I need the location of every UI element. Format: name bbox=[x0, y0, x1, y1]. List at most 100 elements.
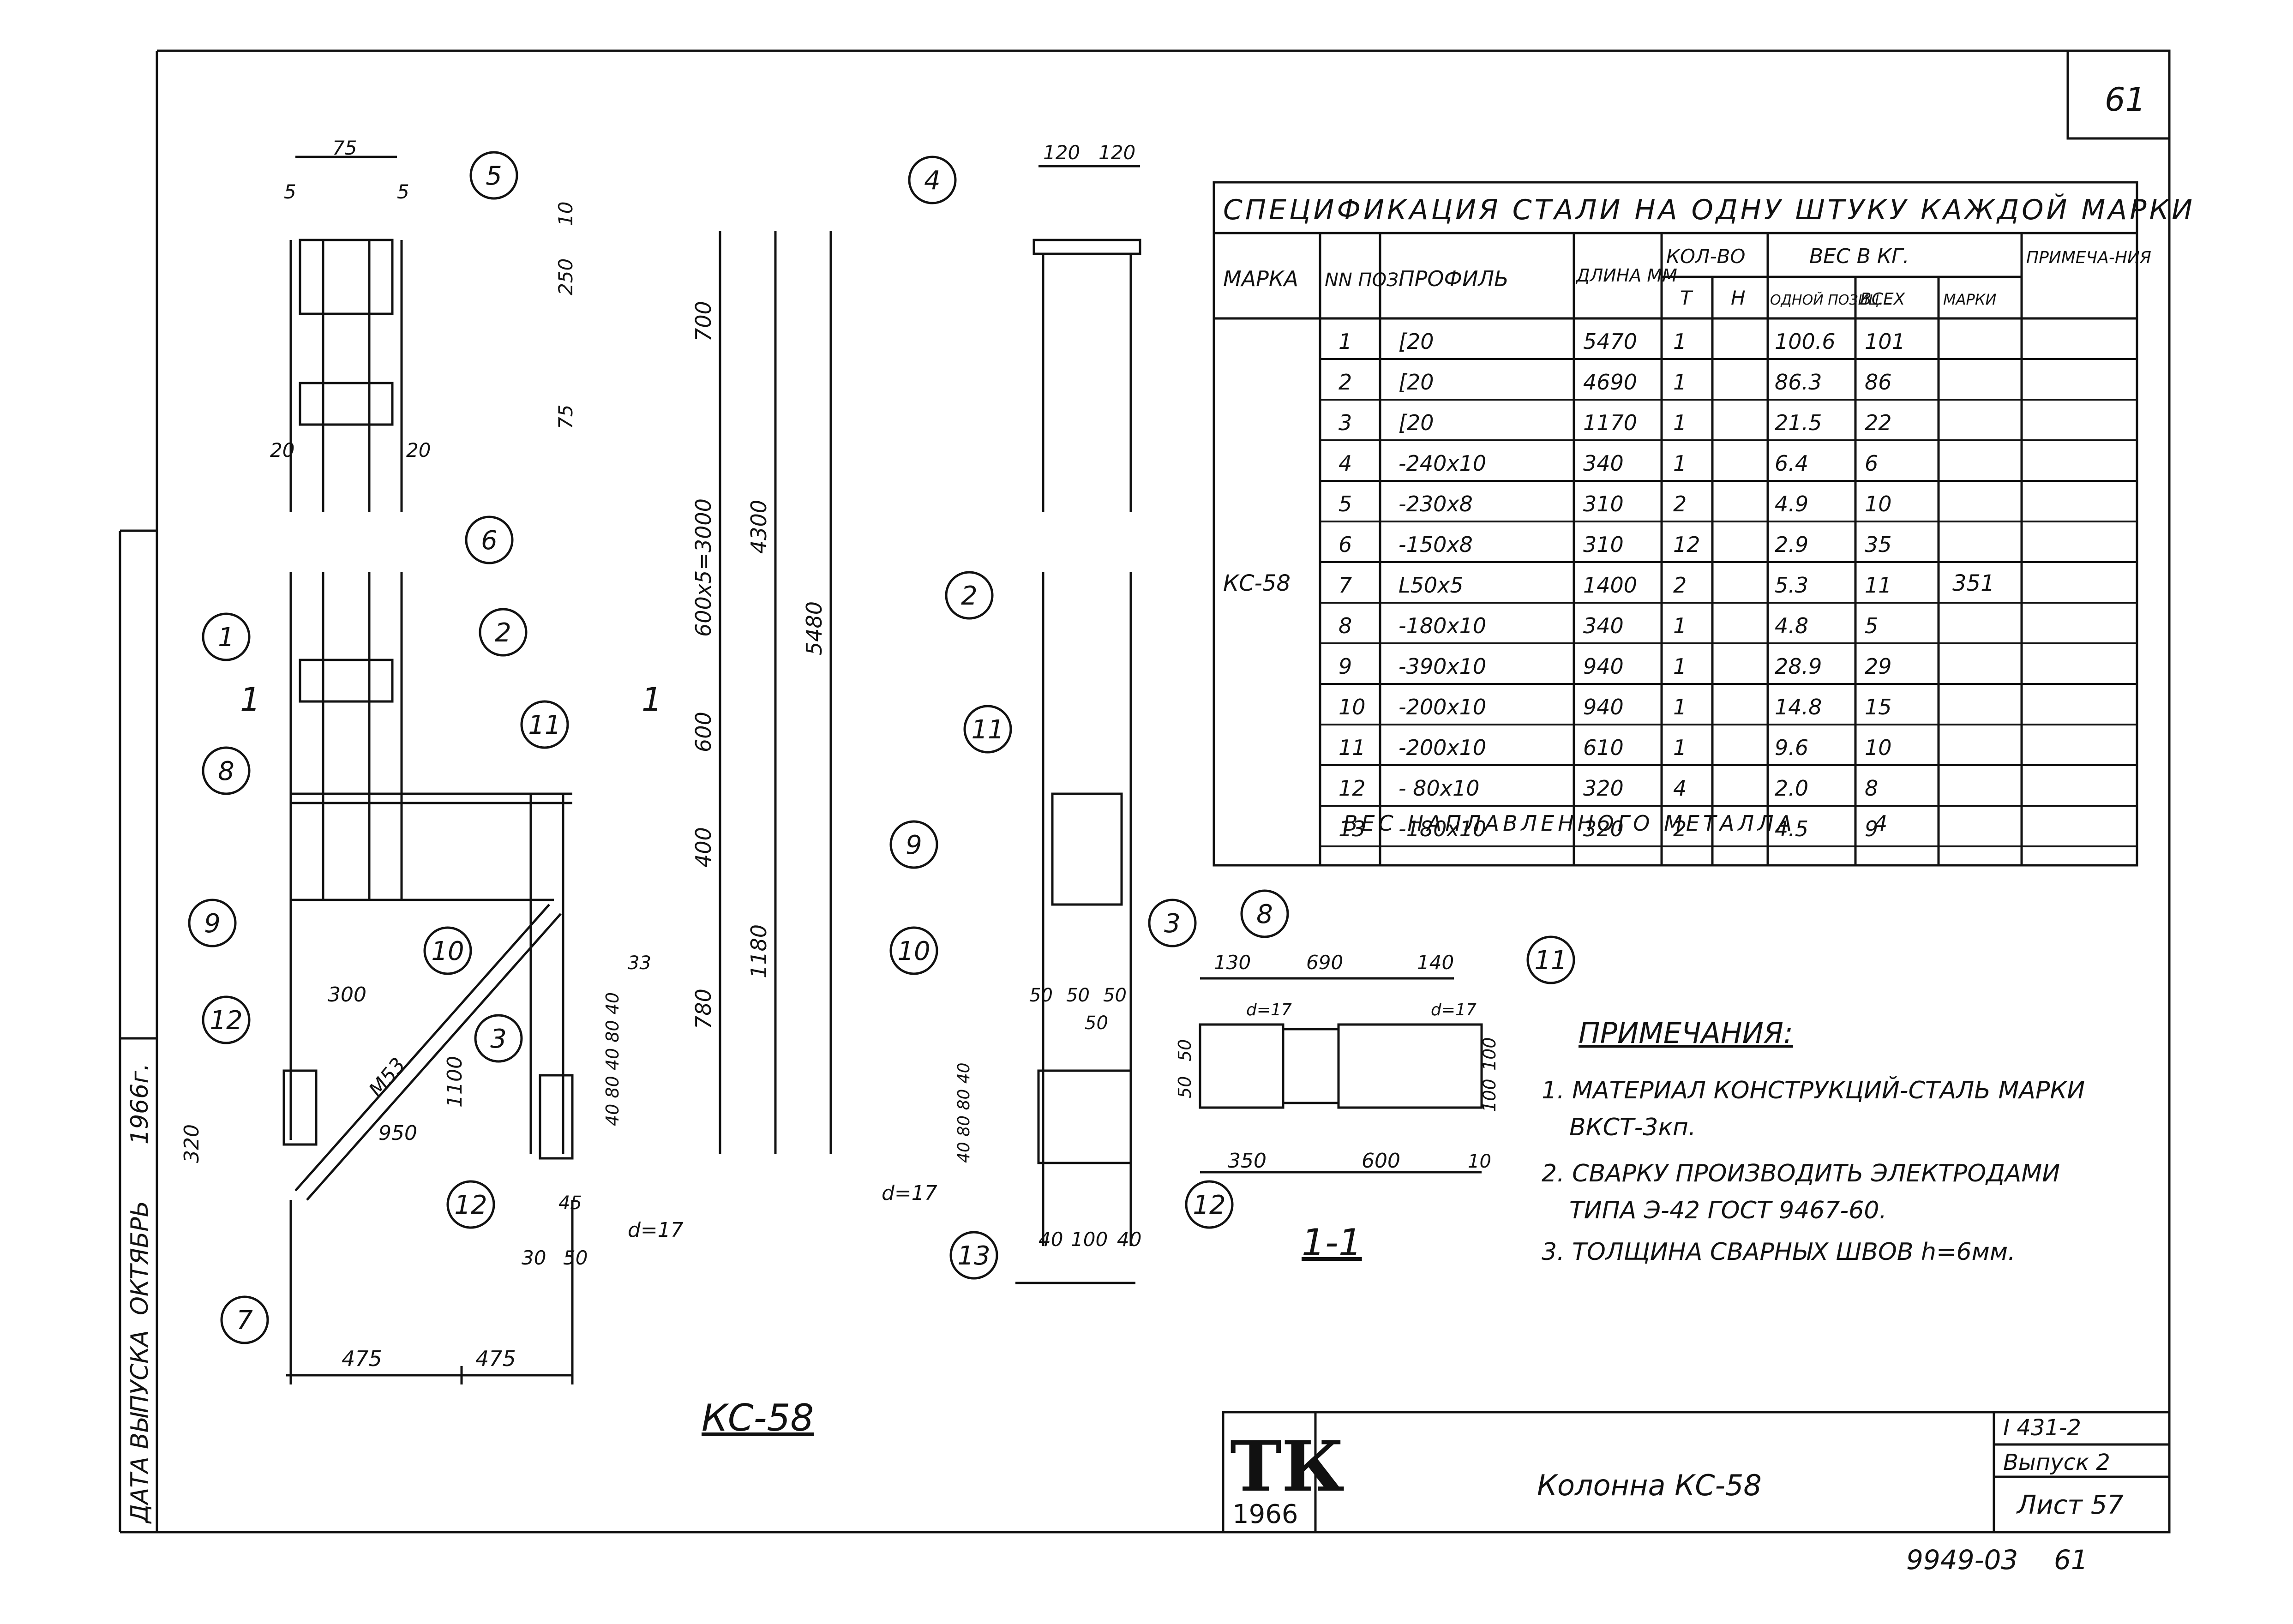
svg-text:ВСЕХ: ВСЕХ bbox=[1860, 290, 1906, 309]
svg-text:10: 10 bbox=[1468, 1151, 1491, 1172]
spec-cell-profile: L50x5 bbox=[1399, 573, 1464, 598]
spec-cell-w_one: 2.0 bbox=[1775, 776, 1808, 801]
svg-text:130: 130 bbox=[1214, 951, 1251, 974]
title-block bbox=[1222, 1411, 2171, 1534]
svg-text:8: 8 bbox=[218, 756, 234, 786]
spec-cell-pos: 10 bbox=[1339, 695, 1366, 719]
spec-cell-pos: 3 bbox=[1339, 410, 1352, 435]
spec-cell-qty: 2 bbox=[1673, 573, 1687, 598]
svg-text:13: 13 bbox=[957, 1241, 990, 1271]
svg-text:50: 50 bbox=[1103, 985, 1127, 1006]
weld-metal-label: ВЕС НАПЛАВЛЕННОГО МЕТАЛЛА bbox=[1343, 811, 1795, 836]
spec-cell-qty: 1 bbox=[1673, 370, 1687, 395]
svg-text:50: 50 bbox=[563, 1246, 588, 1269]
svg-text:33: 33 bbox=[628, 953, 651, 974]
svg-text:1. МАТЕРИАЛ КОНСТРУКЦИЙ-СТАЛЬ: 1. МАТЕРИАЛ КОНСТРУКЦИЙ-СТАЛЬ МАРКИ bbox=[1542, 1076, 2085, 1104]
spec-cell-profile: -390x10 bbox=[1399, 654, 1486, 679]
spec-cell-profile: [20 bbox=[1399, 410, 1434, 435]
svg-text:120: 120 bbox=[1098, 141, 1135, 164]
svg-text:400: 400 bbox=[691, 827, 716, 868]
svg-text:9: 9 bbox=[906, 830, 922, 860]
svg-text:ТИПА Э-42 ГОСТ 9467-60.: ТИПА Э-42 ГОСТ 9467-60. bbox=[1569, 1197, 1887, 1224]
spec-cell-w_one: 6.4 bbox=[1775, 451, 1808, 476]
svg-text:ОДНОЙ ПОЗИЦ.: ОДНОЙ ПОЗИЦ. bbox=[1770, 292, 1884, 308]
svg-text:1100: 1100 bbox=[443, 1056, 467, 1108]
svg-text:Т: Т bbox=[1680, 287, 1693, 309]
spec-cell-w_all: 5 bbox=[1865, 613, 1878, 638]
svg-text:8: 8 bbox=[1256, 899, 1273, 929]
svg-text:320: 320 bbox=[180, 1124, 204, 1163]
spec-cell-w_all: 29 bbox=[1865, 654, 1892, 679]
spec-cell-pos: 12 bbox=[1339, 776, 1366, 801]
svg-text:12: 12 bbox=[210, 1006, 242, 1036]
issue-stamp-month: ОКТЯБРЬ bbox=[126, 1201, 154, 1315]
section-marker-left: 1 bbox=[240, 681, 261, 719]
svg-text:NN ПОЗ.: NN ПОЗ. bbox=[1325, 270, 1404, 291]
svg-text:d=17: d=17 bbox=[882, 1181, 937, 1205]
svg-text:75: 75 bbox=[332, 137, 357, 159]
svg-text:КОЛ-ВО: КОЛ-ВО bbox=[1666, 245, 1746, 268]
spec-cell-w_all: 86 bbox=[1865, 370, 1892, 395]
svg-text:600: 600 bbox=[1362, 1149, 1400, 1173]
spec-cell-pos: 9 bbox=[1339, 654, 1352, 679]
spec-cell-length: 4690 bbox=[1583, 370, 1637, 395]
svg-text:3. ТОЛЩИНА СВАРНЫХ ШВОВ h=6мм.: 3. ТОЛЩИНА СВАРНЫХ ШВОВ h=6мм. bbox=[1542, 1238, 2016, 1266]
spec-cell-w_one: 4.8 bbox=[1775, 613, 1808, 638]
spec-cell-pos: 7 bbox=[1339, 573, 1352, 598]
svg-text:12: 12 bbox=[454, 1190, 487, 1220]
spec-cell-w_all: 15 bbox=[1865, 695, 1892, 719]
svg-text:5: 5 bbox=[486, 161, 502, 191]
svg-text:5: 5 bbox=[397, 180, 409, 203]
svg-text:МАРКА: МАРКА bbox=[1223, 266, 1298, 291]
svg-text:700: 700 bbox=[691, 301, 716, 342]
spec-cell-w_all: 101 bbox=[1865, 329, 1905, 354]
spec-cell-length: 310 bbox=[1583, 491, 1624, 516]
spec-cell-length: 5470 bbox=[1583, 329, 1637, 354]
spec-cell-length: 340 bbox=[1583, 613, 1624, 638]
svg-text:ВКСТ-3кп.: ВКСТ-3кп. bbox=[1569, 1114, 1696, 1141]
logo: ТК bbox=[1230, 1426, 1345, 1507]
spec-table-grid bbox=[1213, 181, 2138, 867]
svg-text:6: 6 bbox=[481, 526, 498, 556]
svg-text:20: 20 bbox=[406, 439, 431, 461]
svg-text:4: 4 bbox=[924, 166, 941, 196]
spec-cell-pos: 11 bbox=[1339, 735, 1366, 760]
svg-text:50: 50 bbox=[1085, 1013, 1108, 1034]
svg-text:МАРКИ: МАРКИ bbox=[1943, 291, 1997, 308]
column-side-view bbox=[1015, 165, 1141, 1284]
column-elevation bbox=[282, 156, 832, 1384]
spec-cell-w_one: 4.9 bbox=[1775, 491, 1808, 516]
section-marker-right: 1 bbox=[642, 681, 662, 719]
svg-text:40 80 80 40: 40 80 80 40 bbox=[954, 1062, 973, 1163]
svg-text:75: 75 bbox=[554, 405, 577, 429]
issue-stamp-label: ДАТА ВЫПУСКА bbox=[126, 1330, 154, 1524]
svg-text:2: 2 bbox=[961, 581, 978, 611]
spec-cell-pos: 4 bbox=[1339, 451, 1352, 476]
svg-text:1180: 1180 bbox=[746, 924, 771, 978]
elevation-dimensions: 75 5 5 20 20 250 10 75 700 600x5=3000 43… bbox=[180, 137, 827, 1371]
spec-cell-qty: 4 bbox=[1673, 776, 1687, 801]
svg-text:350: 350 bbox=[1228, 1149, 1267, 1173]
svg-text:4300: 4300 bbox=[746, 500, 771, 554]
spec-cell-w_one: 14.8 bbox=[1775, 695, 1822, 719]
spec-cell-pos: 8 bbox=[1339, 613, 1352, 638]
spec-cell-length: 310 bbox=[1583, 532, 1624, 557]
svg-text:7: 7 bbox=[236, 1306, 253, 1336]
svg-text:40: 40 bbox=[1038, 1228, 1063, 1251]
spec-cell-length: 940 bbox=[1583, 654, 1624, 679]
drawing-title: КС-58 bbox=[702, 1396, 814, 1439]
svg-text:250: 250 bbox=[554, 258, 577, 295]
spec-cell-w_all: 35 bbox=[1865, 532, 1892, 557]
spec-cell-length: 940 bbox=[1583, 695, 1624, 719]
spec-cell-profile: -200x10 bbox=[1399, 735, 1486, 760]
section-dimensions: 130 690 140 350 600 10 d=17 d=17 100 100… bbox=[1175, 951, 1500, 1173]
svg-text:2: 2 bbox=[495, 618, 511, 648]
svg-text:475: 475 bbox=[342, 1346, 382, 1371]
issue-stamp-year: 1966г. bbox=[126, 1063, 154, 1145]
sheet-frame bbox=[119, 49, 2171, 1534]
spec-mark-weight: 351 bbox=[1952, 570, 1995, 596]
spec-cell-w_all: 11 bbox=[1865, 573, 1892, 598]
spec-cell-w_one: 2.9 bbox=[1775, 532, 1808, 557]
side-view-dimensions: 120 120 50 50 50 50 40 80 80 40 d=17 40 … bbox=[882, 141, 1141, 1251]
